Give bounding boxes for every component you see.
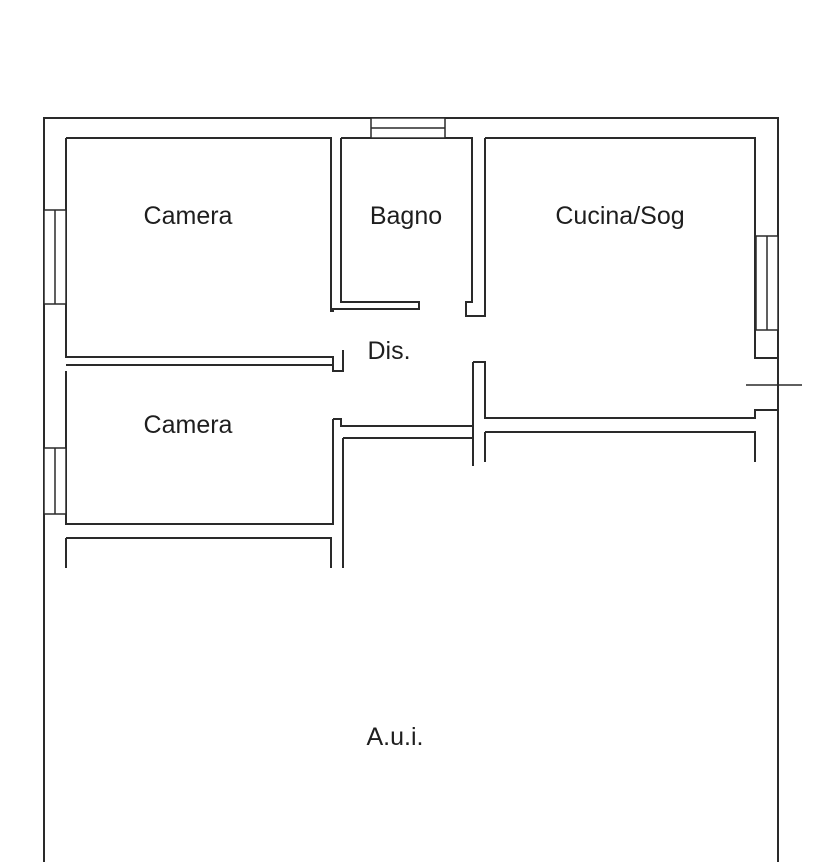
room-label-camera-bottom: Camera	[144, 411, 233, 439]
room-label-bagno: Bagno	[370, 202, 442, 230]
windows	[43, 117, 779, 515]
room-label-camera-top: Camera	[144, 202, 233, 230]
cucina-walls	[472, 137, 778, 466]
room-label-cucina: Cucina/Sog	[555, 202, 684, 230]
bagno-walls	[332, 137, 486, 317]
camera-top-walls	[65, 137, 344, 372]
camera-bottom-walls	[65, 371, 344, 568]
room-label-aui: A.u.i.	[367, 723, 424, 751]
disimpegno-walls	[333, 418, 473, 439]
room-label-disimpegno: Dis.	[367, 337, 410, 365]
